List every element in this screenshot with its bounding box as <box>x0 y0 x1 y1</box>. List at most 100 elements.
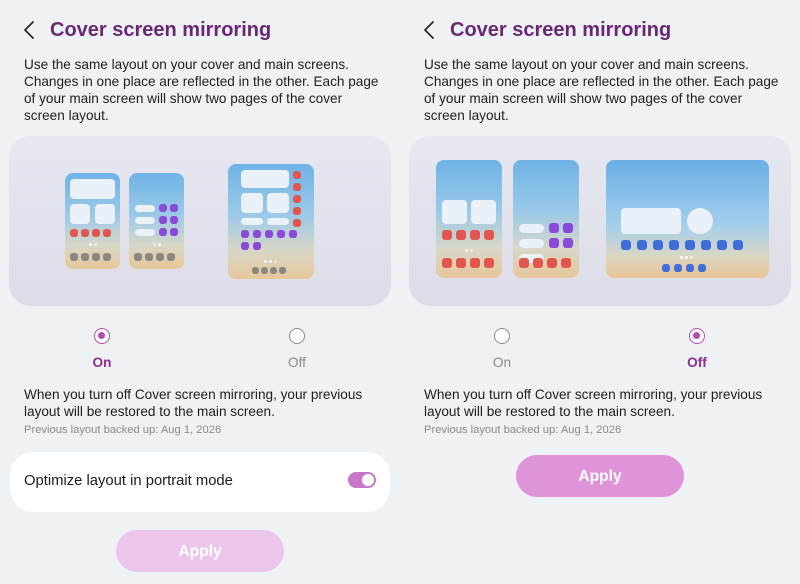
dock-icon <box>156 253 164 261</box>
widget <box>241 170 289 188</box>
app-icon <box>103 229 111 237</box>
page-indicator <box>269 260 272 263</box>
app-icon <box>159 204 167 212</box>
app-icon <box>563 223 573 233</box>
app-icon <box>733 240 743 250</box>
page-indicator <box>94 243 97 246</box>
widget <box>135 229 155 236</box>
restore-note: When you turn off Cover screen mirroring… <box>24 387 363 419</box>
app-icon <box>92 229 100 237</box>
app-icon <box>170 228 178 236</box>
app-icon <box>549 238 559 248</box>
description: Use the same layout on your cover and ma… <box>24 57 379 123</box>
app-icon <box>669 240 679 250</box>
option-on[interactable]: On <box>72 328 132 370</box>
optimize-layout-row[interactable]: Optimize layout in portrait mode <box>10 452 390 512</box>
apply-button[interactable]: Apply <box>116 530 284 572</box>
widget <box>135 205 155 212</box>
main-screen-page <box>606 160 769 278</box>
radio-on[interactable] <box>494 328 510 344</box>
widget <box>241 193 263 213</box>
app-icon <box>159 228 167 236</box>
back-button[interactable] <box>418 16 440 44</box>
widget <box>519 239 544 248</box>
main-screen-page <box>228 164 314 279</box>
app-icon <box>484 230 494 240</box>
app-icon <box>277 230 285 238</box>
dock-icon <box>686 264 694 272</box>
layout-preview <box>9 136 391 306</box>
option-on[interactable]: On <box>472 328 532 370</box>
widget <box>241 218 263 225</box>
app-icon <box>549 223 559 233</box>
widget <box>70 204 90 224</box>
app-icon <box>717 240 727 250</box>
app-icon <box>253 230 261 238</box>
page-indicator <box>274 260 277 263</box>
dock-icon <box>519 258 529 268</box>
dock-icon <box>456 258 466 268</box>
dock-icon <box>81 253 89 261</box>
radio-off[interactable] <box>689 328 705 344</box>
description: Use the same layout on your cover and ma… <box>424 57 779 123</box>
widget <box>621 208 681 234</box>
optimize-toggle[interactable] <box>348 472 376 488</box>
app-icon <box>241 242 249 250</box>
dock-icon <box>674 264 682 272</box>
widget <box>442 200 467 224</box>
widget <box>135 217 155 224</box>
dock-icon <box>279 267 286 274</box>
backup-date: Previous layout backed up: Aug 1, 2026 <box>24 424 222 436</box>
page-indicator <box>89 243 92 246</box>
app-icon <box>170 216 178 224</box>
page-indicator <box>158 243 161 246</box>
option-off[interactable]: Off <box>267 328 327 370</box>
app-icon <box>265 230 273 238</box>
app-icon <box>253 242 261 250</box>
dock-icon <box>662 264 670 272</box>
widget <box>95 204 115 224</box>
app-icon <box>653 240 663 250</box>
widget <box>471 200 496 224</box>
page-indicator <box>264 260 267 263</box>
dock-icon <box>270 267 277 274</box>
dock-icon <box>103 253 111 261</box>
app-icon <box>563 238 573 248</box>
cover-screen-page-2 <box>513 160 579 278</box>
app-icon <box>293 219 301 227</box>
widget <box>267 218 289 225</box>
page-indicator <box>153 243 156 246</box>
option-label: On <box>492 355 512 370</box>
restore-note: When you turn off Cover screen mirroring… <box>424 387 763 419</box>
app-icon <box>70 229 78 237</box>
radio-off[interactable] <box>289 328 305 344</box>
apply-button[interactable]: Apply <box>516 455 684 497</box>
layout-preview <box>409 136 791 306</box>
app-icon <box>241 230 249 238</box>
back-button[interactable] <box>18 16 40 44</box>
option-off[interactable]: Off <box>667 328 727 370</box>
app-icon <box>293 171 301 179</box>
dock-icon <box>145 253 153 261</box>
page-indicator <box>465 249 468 252</box>
chevron-left-icon <box>424 21 434 39</box>
dock-icon <box>92 253 100 261</box>
cover-screen-page-1 <box>436 160 502 278</box>
cover-screen-page-2 <box>129 173 184 269</box>
dock-icon <box>442 258 452 268</box>
dock-icon <box>70 253 78 261</box>
widget <box>70 179 115 199</box>
widget <box>267 193 289 213</box>
app-icon <box>159 216 167 224</box>
app-icon <box>442 230 452 240</box>
option-label: Off <box>288 355 306 370</box>
radio-on[interactable] <box>94 328 110 344</box>
app-icon <box>293 207 301 215</box>
page-title: Cover screen mirroring <box>50 18 272 41</box>
dock-icon <box>533 258 543 268</box>
app-icon <box>81 229 89 237</box>
page-indicator <box>470 249 473 252</box>
app-icon <box>621 240 631 250</box>
dock-icon <box>698 264 706 272</box>
app-icon <box>637 240 647 250</box>
